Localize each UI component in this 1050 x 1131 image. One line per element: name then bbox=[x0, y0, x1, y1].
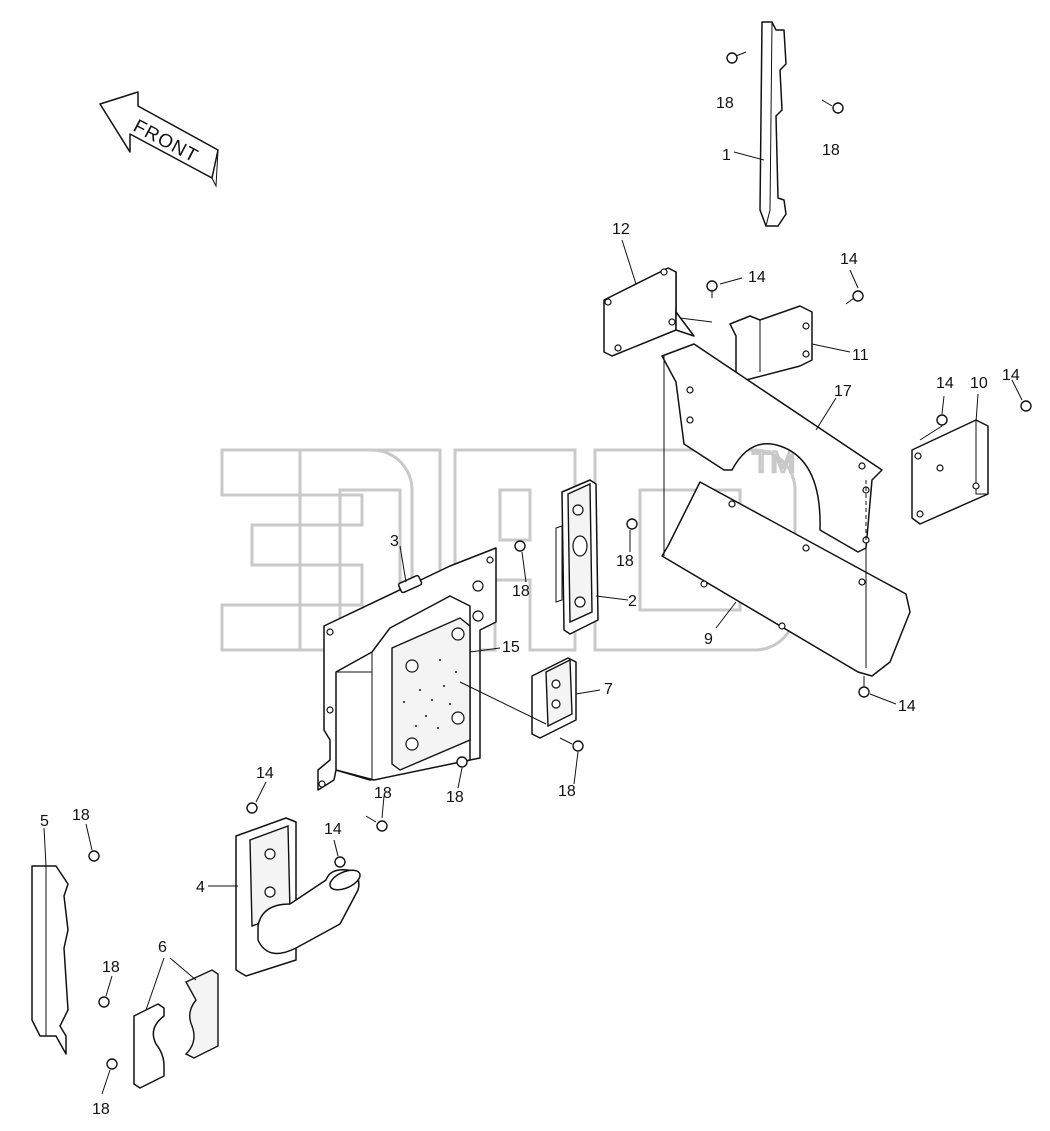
callout-7: 7 bbox=[604, 681, 613, 698]
callout-12: 12 bbox=[612, 221, 630, 238]
part-15-foam-block bbox=[391, 617, 471, 771]
front-direction-arrow: FRONT bbox=[99, 91, 219, 188]
callout-14g: 14 bbox=[324, 821, 342, 838]
callout-labels: 1 18 18 12 14 14 11 17 14 10 14 9 14 3 1… bbox=[40, 95, 1020, 1118]
bolt-14-part10-right bbox=[1020, 400, 1032, 412]
bolt-18-part2-right bbox=[626, 518, 638, 530]
callout-14d: 14 bbox=[1002, 367, 1020, 384]
callout-14f: 14 bbox=[256, 765, 274, 782]
callout-3: 3 bbox=[390, 533, 399, 550]
bolt-18-part7 bbox=[559, 737, 584, 752]
callout-17: 17 bbox=[834, 383, 852, 400]
bolt-18-part15 bbox=[456, 756, 468, 768]
bolts bbox=[88, 51, 1032, 1070]
callout-18h: 18 bbox=[72, 807, 90, 824]
callout-14e: 14 bbox=[898, 698, 916, 715]
callout-18e: 18 bbox=[558, 783, 576, 800]
callout-14c: 14 bbox=[936, 375, 954, 392]
callout-15: 15 bbox=[502, 639, 520, 656]
bolt-14-part10-left bbox=[936, 414, 948, 426]
callout-18b: 18 bbox=[822, 142, 840, 159]
callout-14b: 14 bbox=[840, 251, 858, 268]
leader-lines bbox=[43, 151, 1023, 1095]
callout-18g: 18 bbox=[374, 785, 392, 802]
bolt-18-part5-top bbox=[88, 850, 100, 862]
callout-6: 6 bbox=[158, 939, 167, 956]
bolt-18-part1-left bbox=[726, 51, 747, 64]
part-11-bracket bbox=[729, 305, 813, 381]
callout-1: 1 bbox=[722, 147, 731, 164]
part-7-pad bbox=[531, 657, 577, 739]
callout-11: 11 bbox=[852, 347, 869, 364]
callout-9: 9 bbox=[704, 631, 713, 648]
part-9-plate bbox=[661, 481, 911, 677]
part-2-bracket bbox=[555, 479, 599, 635]
callout-2: 2 bbox=[628, 593, 637, 610]
watermark-tm: TM bbox=[752, 446, 795, 479]
bolt-18-part3 bbox=[365, 815, 388, 832]
bolt-18-part6 bbox=[98, 996, 110, 1008]
callout-18c: 18 bbox=[512, 583, 530, 600]
callout-18j: 18 bbox=[92, 1101, 110, 1118]
callout-18a: 18 bbox=[716, 95, 734, 112]
part-4-duct-bracket bbox=[235, 817, 361, 977]
callout-4: 4 bbox=[196, 879, 205, 896]
bolt-18-part2-left bbox=[514, 540, 526, 552]
assembly-line-15-7 bbox=[459, 681, 547, 725]
part-10-plate bbox=[911, 419, 989, 525]
callout-5: 5 bbox=[40, 813, 49, 830]
bolt-18-part1-right bbox=[821, 99, 844, 114]
callout-10: 10 bbox=[970, 375, 988, 392]
bolt-14-part9 bbox=[858, 676, 870, 698]
bolt-18-part5-bottom bbox=[106, 1058, 118, 1070]
bolt-14-part4-right bbox=[334, 856, 346, 868]
part-12-bracket bbox=[603, 267, 695, 357]
part-1-strip bbox=[759, 21, 787, 227]
callout-14a: 14 bbox=[748, 269, 766, 286]
callout-18i: 18 bbox=[102, 959, 120, 976]
bolt-14-part11 bbox=[845, 290, 864, 305]
part-17-plate bbox=[661, 343, 883, 553]
bolt-14-part4-top bbox=[246, 802, 258, 814]
part-5-strip bbox=[31, 865, 69, 1055]
callout-18d: 18 bbox=[616, 553, 634, 570]
part-6-clamps bbox=[133, 969, 219, 1089]
callout-18f: 18 bbox=[446, 789, 464, 806]
bolt-14-part12 bbox=[706, 280, 718, 298]
